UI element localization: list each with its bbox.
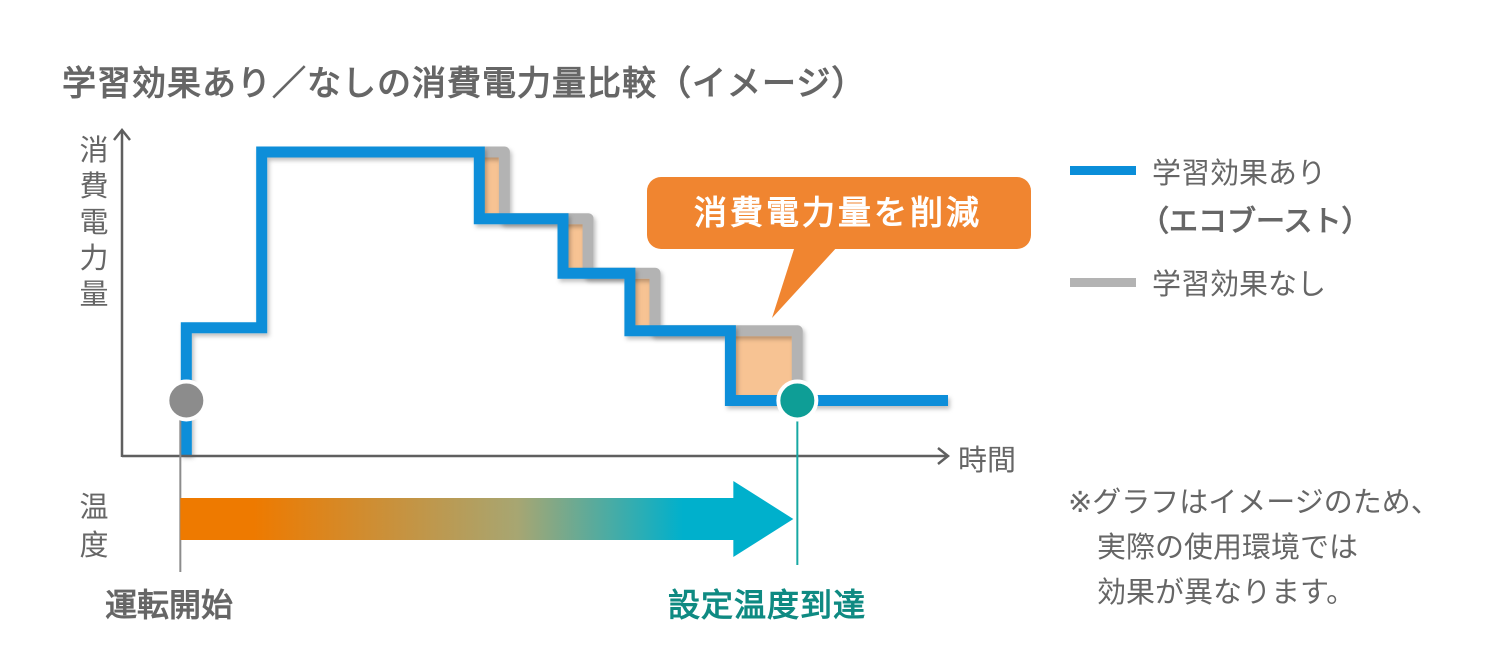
note-line: 効果が異なります。 [1068,575,1356,609]
annotation-bubble [647,177,1031,249]
start-label: 運転開始 [105,586,234,624]
x-axis-arrowhead [937,447,951,465]
legend-label-without-learning: 学習効果なし [1152,267,1327,301]
legend-swatch-without-learning [1070,278,1136,287]
series-with-learning [180,146,948,455]
temperature-label: 温度 [79,490,109,562]
y-axis-label: 消費電力量 [79,133,109,311]
chart-title: 学習効果あり／なしの消費電力量比較（イメージ） [62,64,867,104]
temperature-arrow [180,481,794,557]
legend-swatch-with-learning [1070,166,1136,175]
legend-sublabel-with-learning: （エコブースト） [1140,204,1371,238]
start-marker [165,379,208,422]
y-axis-arrowhead [113,127,131,141]
disclaimer-note: ※グラフはイメージのため、 実際の使用環境では 効果が異なります。 [1068,480,1440,615]
legend-label-with-learning: 学習効果あり [1152,156,1327,190]
note-line: 実際の使用環境では [1068,530,1359,564]
reach-label: 設定温度到達 [668,586,867,624]
x-axis-label: 時間 [958,443,1017,477]
annotation-tail [772,246,838,318]
note-line: ※グラフはイメージのため、 [1068,485,1440,519]
annotation-text: 消費電力量を削減 [694,193,982,232]
reach-marker [776,379,819,422]
annotation-callout [647,177,1031,318]
